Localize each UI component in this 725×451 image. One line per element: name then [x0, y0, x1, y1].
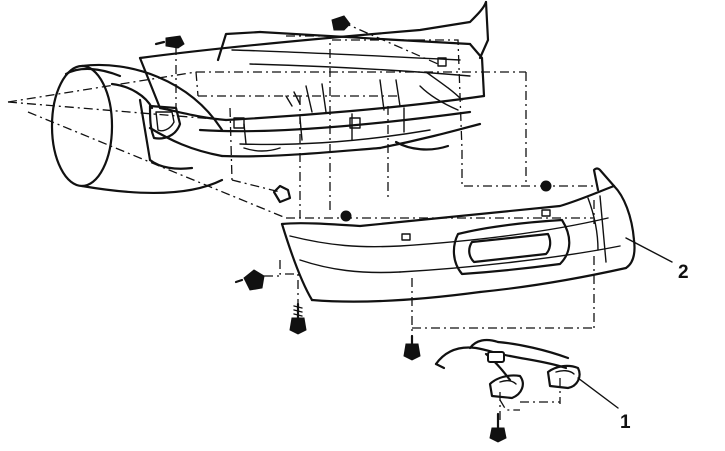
- bolt-bottom-left: [289, 302, 307, 335]
- rear-bumper-cover: [280, 167, 636, 303]
- clip-left: [272, 184, 292, 204]
- fasteners: [154, 15, 507, 443]
- callout-label-2: 2: [678, 262, 689, 283]
- bolt-upper-center: [331, 15, 351, 31]
- bolt-side-left: [234, 269, 265, 291]
- vehicle-rear-body: [138, 0, 490, 158]
- bolt-bottom-center: [403, 334, 421, 361]
- callout-label-1: 1: [620, 412, 631, 433]
- rear-wheel: [50, 63, 224, 194]
- alignment-reference-lines: [7, 21, 598, 420]
- bolt-upper-left: [154, 35, 185, 49]
- callout-leader-2: [625, 237, 673, 263]
- license-plate-lamp-assembly: [434, 338, 619, 409]
- screw-license-lamp: [489, 412, 507, 443]
